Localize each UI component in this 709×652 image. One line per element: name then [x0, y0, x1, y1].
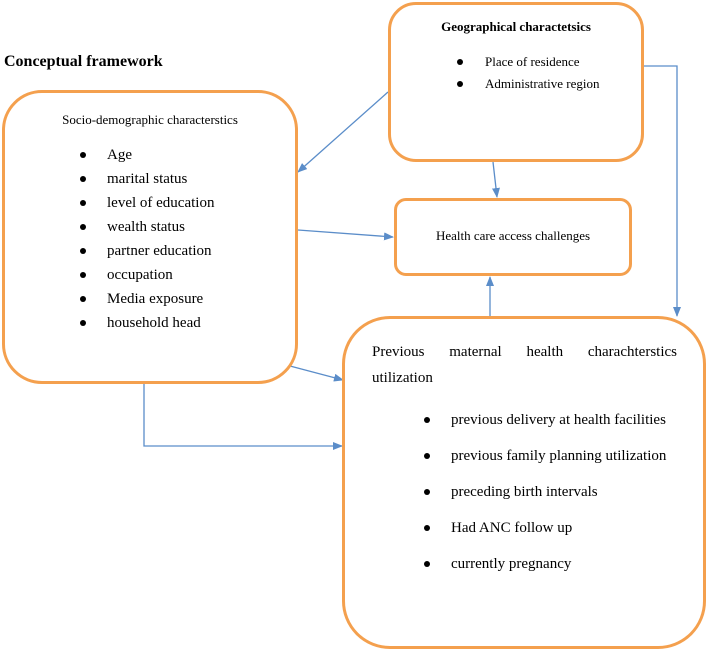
edge-geo-to-socio [297, 91, 389, 173]
list-item: previous delivery at health facilities [424, 407, 677, 433]
socio-demographic-list: Age marital status level of education we… [80, 143, 214, 335]
list-item: Media exposure [80, 287, 214, 311]
previous-maternal-box-title: Previous maternal health charachterstics… [372, 344, 677, 386]
geographical-list: Place of residence Administrative region [457, 51, 599, 95]
socio-demographic-box-title: Socio-demographic characterstics [62, 112, 238, 127]
edge-socio-to-previous [289, 365, 344, 382]
edge-socio-to-health [297, 229, 394, 241]
edge-geo-to-health [492, 161, 500, 198]
list-item: marital status [80, 167, 214, 191]
list-item: partner education [80, 239, 214, 263]
health-care-access-title: Health care access challenges [435, 228, 591, 243]
list-item: household head [80, 311, 214, 335]
previous-maternal-list: previous delivery at health facilities p… [424, 407, 677, 587]
geographical-characteristics-box: Geographical charactetsics Place of resi… [388, 2, 644, 162]
socio-demographic-box: Socio-demographic characterstics Age mar… [2, 90, 298, 384]
list-item: Had ANC follow up [424, 515, 677, 541]
list-item: previous family planning utilization [424, 443, 677, 469]
list-item: wealth status [80, 215, 214, 239]
list-item: level of education [80, 191, 214, 215]
list-item: preceding birth intervals [424, 479, 677, 505]
list-item: Age [80, 143, 214, 167]
edge-geo-to-previous [644, 65, 681, 317]
geographical-box-title: Geographical charactetsics [441, 19, 591, 34]
health-care-access-box: Health care access challenges [394, 198, 632, 276]
list-item: currently pregnancy [424, 551, 677, 577]
list-item: Administrative region [457, 73, 599, 95]
previous-maternal-box: Previous maternal health charachterstics… [342, 316, 706, 649]
edge-socio-to-previous-elbow [143, 384, 343, 450]
page-title: Conceptual framework [4, 53, 163, 70]
list-item: Place of residence [457, 51, 599, 73]
list-item: occupation [80, 263, 214, 287]
